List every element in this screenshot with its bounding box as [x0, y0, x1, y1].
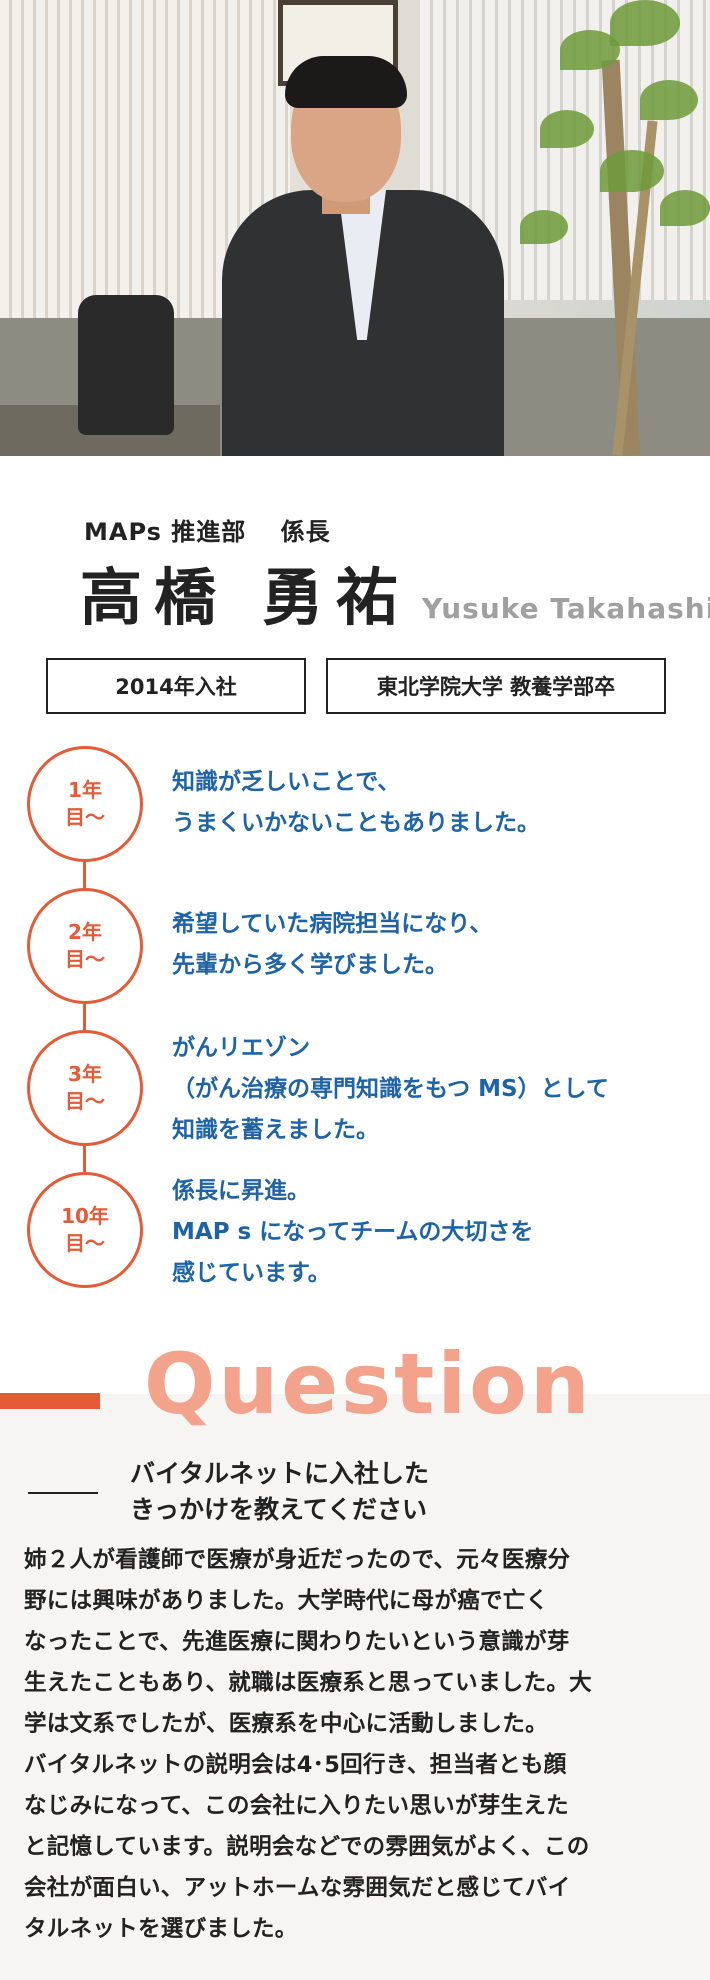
leaf — [540, 110, 594, 148]
leaf — [610, 0, 680, 46]
question-heading: Question — [144, 1335, 593, 1433]
timeline-suffix: 目～ — [65, 805, 105, 829]
leaf — [600, 150, 664, 192]
timeline-year: 10年 — [61, 1204, 109, 1228]
timeline-badge-2: 2年 目～ — [27, 888, 143, 1004]
timeline-year: 3年 — [68, 1062, 102, 1086]
timeline-year: 1年 — [68, 778, 102, 802]
leaf — [640, 80, 698, 120]
timeline-suffix: 目～ — [65, 1231, 105, 1255]
question-accent-bar — [0, 1393, 100, 1409]
timeline-year: 2年 — [68, 920, 102, 944]
profile-photo — [0, 0, 710, 456]
joined-year-tag: 2014年入社 — [46, 658, 306, 714]
person-name: 高橋 勇祐 — [80, 561, 410, 634]
school-tag: 東北学院大学 教養学部卒 — [326, 658, 666, 714]
timeline-suffix: 目～ — [65, 1089, 105, 1113]
timeline-text-4: 係長に昇進。 MAP s になってチームの大切さを 感じています。 — [172, 1178, 534, 1286]
leaf — [660, 190, 710, 226]
timeline-badge-4: 10年 目～ — [27, 1172, 143, 1288]
leaf — [520, 210, 568, 244]
timeline-suffix: 目～ — [65, 947, 105, 971]
department-title: MAPs 推進部 係長 — [84, 518, 331, 546]
question-answer: 姉２人が看護師で医療が身近だったので、元々医療分 野には興味がありました。大学時… — [24, 1547, 592, 1942]
timeline-badge-1: 1年 目～ — [27, 746, 143, 862]
question-title-rule — [28, 1492, 98, 1494]
timeline-badge-3: 3年 目～ — [27, 1030, 143, 1146]
person-name-roman: Yusuke Takahashi — [422, 592, 710, 625]
person-hair — [285, 56, 407, 108]
timeline-text-2: 希望していた病院担当になり、 先輩から多く学びました。 — [172, 911, 493, 978]
timeline-text-3: がんリエゾン （がん治療の専門知識をもつ MS）として 知識を蓄えました。 — [172, 1035, 609, 1143]
timeline-text-1: 知識が乏しいことで、 うまくいかないこともありました。 — [172, 769, 540, 836]
question-title: バイタルネットに入社した きっかけを教えてください — [130, 1459, 430, 1524]
timeline-line — [83, 796, 86, 1220]
question-section — [0, 1394, 710, 1980]
office-chair — [78, 295, 174, 435]
